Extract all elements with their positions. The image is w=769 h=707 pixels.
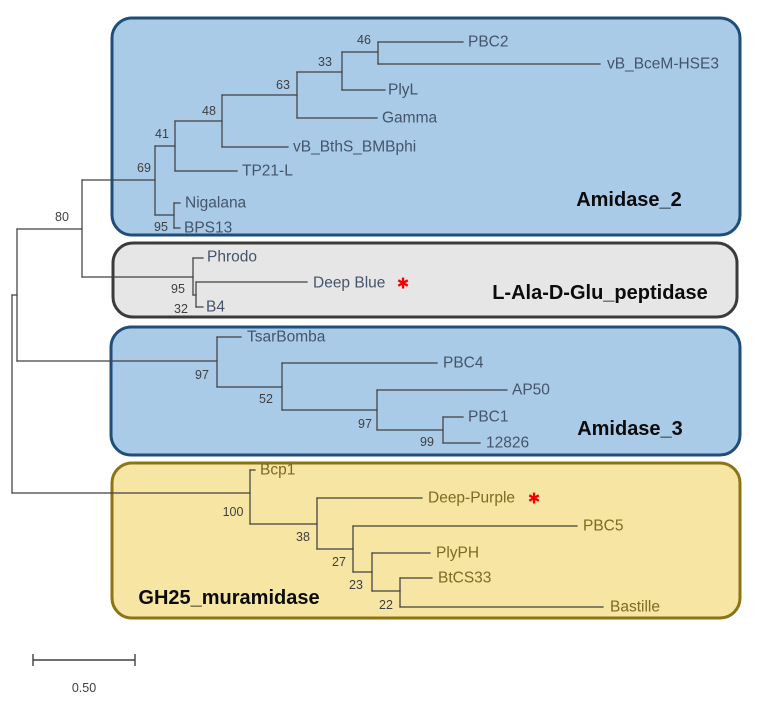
clade-titles-group: Amidase_2L-Ala-D-Glu_peptidaseAmidase_3G… [138, 189, 707, 609]
bootstrap-value: 63 [276, 78, 290, 92]
taxon-label: 12826 [486, 435, 529, 452]
clade-box [109, 325, 742, 457]
taxon-label: AP50 [512, 382, 550, 399]
clade-box [110, 16, 742, 237]
scale-bar-label: 0.50 [72, 681, 96, 695]
taxon-label: PBC1 [468, 409, 509, 426]
taxon-label: PlyL [388, 82, 419, 99]
taxon-labels-group: PBC2vB_BceM-HSE3PlyLGammavB_BthS_BMBphiT… [184, 34, 719, 616]
bootstrap-value: 27 [332, 555, 346, 569]
bootstrap-value: 33 [318, 55, 332, 69]
taxon-label: Bastille [610, 599, 660, 616]
taxon-label: TsarBomba [247, 329, 326, 346]
asterisk-icon: ✱ [397, 276, 410, 293]
bootstrap-value: 32 [174, 302, 188, 316]
clade-box [110, 461, 742, 620]
bootstrap-value: 23 [349, 578, 363, 592]
bootstrap-value: 48 [202, 104, 216, 118]
taxon-label: PlyPH [436, 545, 479, 562]
bootstrap-value: 99 [420, 435, 434, 449]
bootstrap-value: 46 [357, 33, 371, 47]
taxon-label: B4 [206, 299, 225, 316]
taxon-label: Nigalana [185, 195, 247, 212]
tree-branches-group [11, 41, 604, 608]
taxon-label: Bcp1 [260, 462, 295, 479]
clade-title-label: GH25_muramidase [138, 587, 319, 609]
taxon-label: BPS13 [184, 220, 232, 237]
taxon-label: BtCS33 [438, 570, 491, 587]
clade-title-label: L-Ala-D-Glu_peptidase [492, 282, 708, 304]
bootstrap-value: 95 [171, 282, 185, 296]
bootstrap-value: 97 [358, 417, 372, 431]
taxon-label: Phrodo [207, 249, 257, 266]
clade-title-label: Amidase_2 [576, 189, 682, 211]
taxon-label: PBC4 [443, 355, 484, 372]
bootstrap-value: 52 [259, 392, 273, 406]
taxon-label: TP21-L [242, 163, 293, 180]
taxon-label: vB_BceM-HSE3 [607, 56, 719, 73]
bootstrap-value: 69 [137, 161, 151, 175]
bootstrap-value: 100 [223, 505, 244, 519]
scale-bar-group: 0.50 [32, 654, 136, 695]
bootstrap-value: 22 [379, 598, 393, 612]
taxon-label: Deep Blue [313, 275, 385, 292]
clade-box [111, 241, 739, 319]
taxon-label: vB_BthS_BMBphi [293, 139, 416, 156]
bootstrap-value: 97 [195, 368, 209, 382]
taxon-label: PBC2 [468, 34, 509, 51]
asterisk-icon: ✱ [528, 491, 541, 508]
bootstrap-value: 95 [154, 220, 168, 234]
clade-title-label: Amidase_3 [577, 418, 683, 440]
bootstrap-value: 80 [55, 210, 69, 224]
bootstrap-value: 41 [155, 127, 169, 141]
bootstrap-value: 38 [296, 530, 310, 544]
taxon-label: Gamma [382, 110, 438, 127]
taxon-label: Deep-Purple [428, 490, 515, 507]
taxon-label: PBC5 [583, 518, 624, 535]
clade-boxes-group [109, 16, 742, 620]
